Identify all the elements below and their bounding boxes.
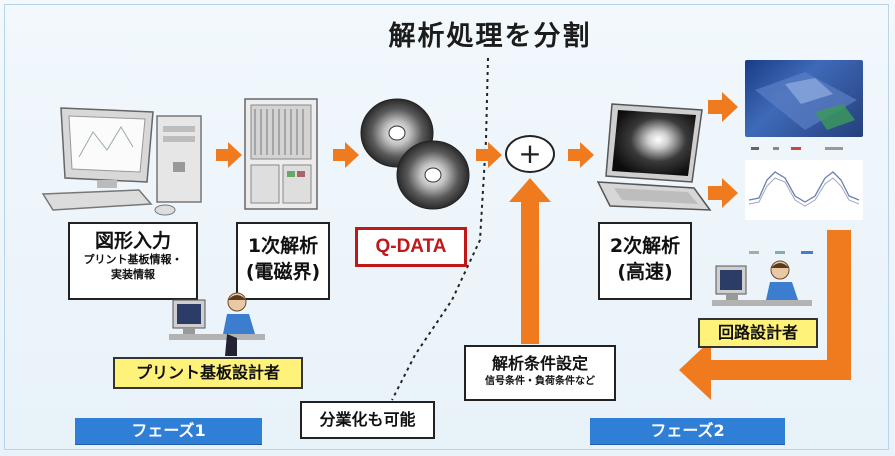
circuit-designer-person-icon: [712, 260, 812, 306]
step1-sub2: 実装情報: [111, 268, 155, 281]
division-note-box: 分業化も可能: [300, 401, 435, 439]
phase1-bar: フェーズ1: [75, 418, 262, 444]
step2-box: 1次解析 (電磁界): [236, 222, 330, 300]
feedback-arrow: [679, 230, 851, 400]
pcb-3d-result-image: [745, 60, 863, 137]
step1-box: 図形入力 プリント基板情報・ 実装情報: [68, 222, 198, 300]
person-at-computer-icon: [169, 292, 265, 356]
step2-title: 1次解析: [247, 235, 319, 257]
step1-title: 図形入力: [94, 230, 171, 252]
step3-box: 2次解析 (高速): [598, 222, 692, 300]
outer-frame: [4, 4, 889, 450]
q-data-label: Q-DATA: [355, 227, 467, 267]
condition-up-arrow: [509, 178, 551, 344]
flow-arrow-1: [216, 142, 242, 168]
condition-title: 解析条件設定: [491, 354, 588, 373]
flow-arrow-2: [333, 142, 359, 168]
step2-subtitle: (電磁界): [245, 261, 321, 283]
step1-sub1: プリント基板情報・: [83, 253, 183, 266]
output-arrow-1: [708, 92, 738, 122]
output-arrow-2: [708, 178, 738, 208]
waveform-legend-strip: [745, 140, 863, 152]
analysis-condition-box: 解析条件設定 信号条件・負荷条件など: [464, 345, 616, 401]
laptop-icon: [596, 103, 712, 211]
pcb-designer-label: プリント基板設計者: [113, 357, 303, 389]
combine-plus-symbol: +: [505, 135, 555, 173]
waveform-result-image: [745, 160, 863, 220]
diagram-title: 解析処理を分割: [388, 21, 592, 52]
step3-subtitle: (高速): [617, 261, 673, 283]
cd-disc-icon: [360, 98, 470, 210]
flow-arrow-4: [568, 142, 594, 168]
condition-sub: 信号条件・負荷条件など: [485, 376, 595, 387]
desktop-computer-icon: [41, 107, 202, 216]
server-rack-icon: [244, 98, 318, 210]
circuit-designer-label: 回路設計者: [698, 318, 818, 348]
phase2-bar: フェーズ2: [590, 418, 785, 444]
flow-arrow-3: [476, 142, 502, 168]
step3-title: 2次解析: [609, 235, 681, 257]
